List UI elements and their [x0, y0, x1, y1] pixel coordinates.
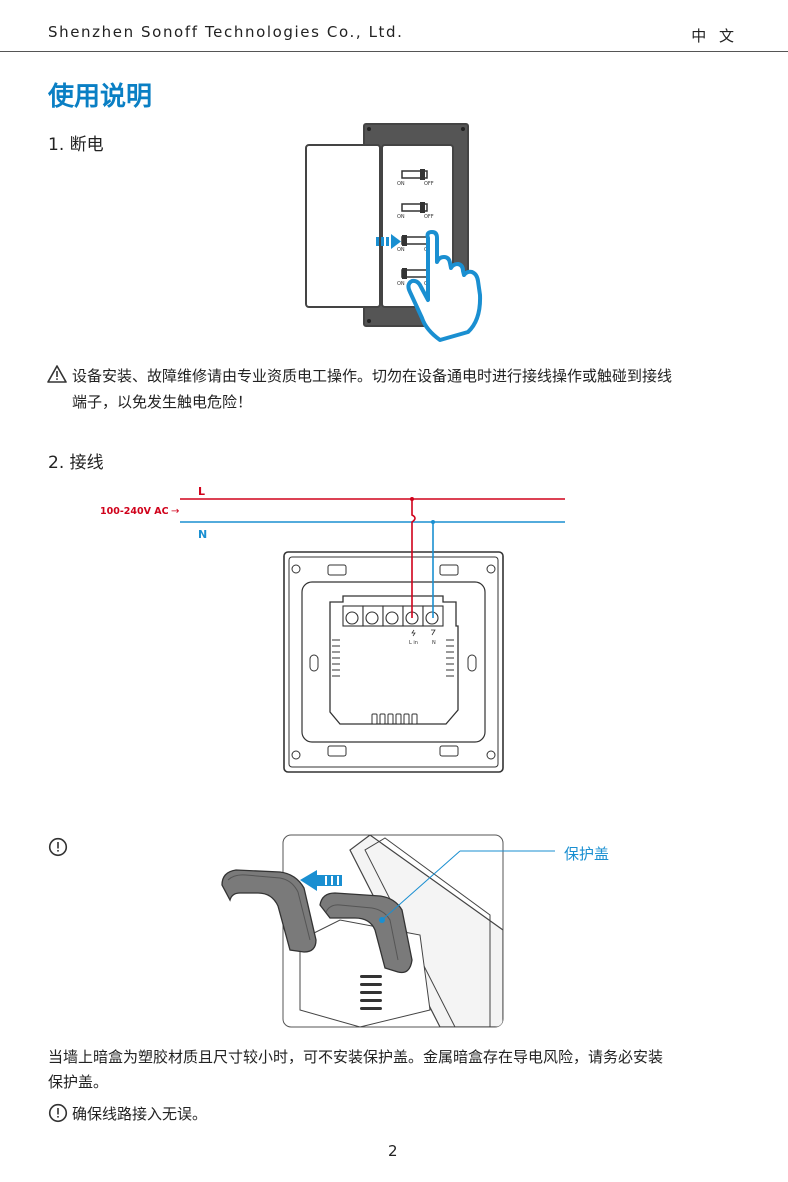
safety-warning-line2: 端子，以免发生触电危险！ [72, 393, 253, 411]
cover-note-line2: 保护盖。 [48, 1073, 109, 1091]
line-label-neutral: N [198, 528, 207, 541]
terminal-live-label: L in [409, 640, 418, 646]
breaker-on-label: ON [397, 214, 405, 220]
header-divider [0, 51, 788, 52]
caution-icon [48, 1103, 68, 1123]
remove-arrow-icon [300, 870, 342, 891]
terminal-neutral-label: N [432, 640, 436, 646]
section2-heading: 2. 接线 [48, 453, 104, 473]
caution-icon [48, 837, 68, 857]
cover-note: 当墙上暗盒为塑胶材质且尺寸较小时，可不安装保护盖。金属暗盒存在导电风险，请务必安… [48, 1045, 748, 1095]
verify-wiring-note: 确保线路接入无误。 [72, 1105, 208, 1123]
page-number: 2 [388, 1142, 398, 1160]
breaker-panel-illustration: ON OFF ON OFF ON OFF ON OFF [305, 123, 483, 342]
header-company: Shenzhen Sonoff Technologies Co., Ltd. [48, 23, 404, 41]
section1-heading: 1. 断电 [48, 135, 104, 155]
voltage-arrow: → [171, 506, 179, 517]
safety-warning-line1: 设备安装、故障维修请由专业资质电工操作。切勿在设备通电时进行接线操作或触碰到接线 [72, 367, 673, 385]
breaker-on-label: ON [397, 247, 405, 253]
hand-icon [406, 230, 483, 342]
safety-warning: 设备安装、故障维修请由专业资质电工操作。切勿在设备通电时进行接线操作或触碰到接线… [72, 363, 752, 415]
protective-cover-label: 保护盖 [564, 845, 610, 863]
header-language: 中 文 [691, 27, 738, 45]
warning-icon [47, 365, 67, 383]
wiring-diagram: L N 100-240V AC → [100, 485, 565, 773]
voltage-label: 100-240V AC [100, 506, 169, 517]
cover-note-line1: 当墙上暗盒为塑胶材质且尺寸较小时，可不安装保护盖。金属暗盒存在导电风险，请务必安… [48, 1048, 664, 1066]
breaker-off-label: OFF [424, 214, 434, 220]
line-label-live: L [198, 485, 205, 498]
page-title: 使用说明 [48, 82, 153, 112]
protective-cover-illustration [221, 834, 555, 1028]
breaker-on-label: ON [397, 181, 405, 187]
push-arrow-icon [376, 234, 401, 249]
breaker-off-label: OFF [424, 181, 434, 187]
breaker-on-label: ON [397, 281, 405, 287]
